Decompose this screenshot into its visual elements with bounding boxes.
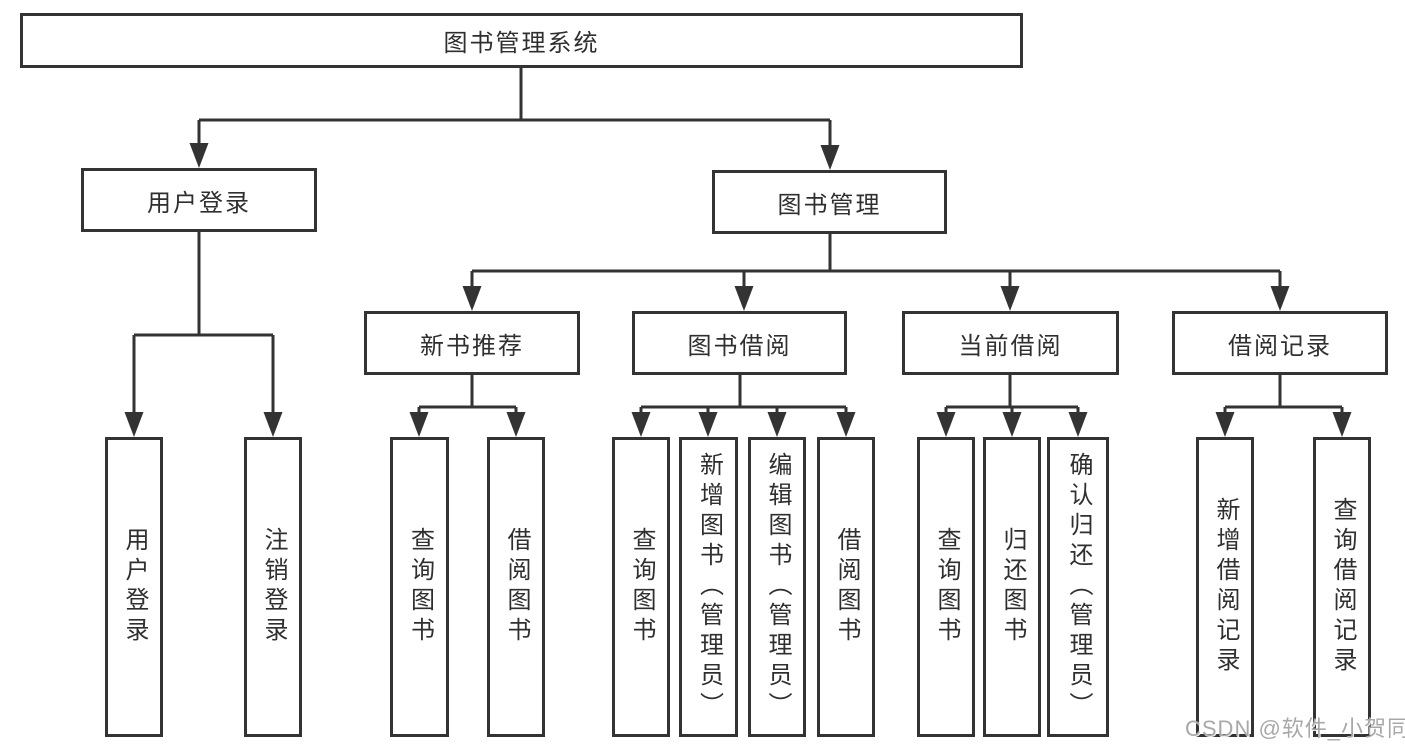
- arrowhead: [820, 145, 840, 170]
- node-borrow-records: 借阅记录: [1172, 311, 1388, 375]
- connector-borrow-records-children: [1223, 375, 1344, 414]
- arrowhead: [936, 412, 956, 437]
- node-label: 查询图书: [628, 527, 655, 647]
- node-label: 注销登录: [260, 527, 287, 647]
- node-leaf-user-login: 用户登录: [105, 437, 163, 737]
- node-library-management-system: 图书管理系统: [20, 13, 1023, 68]
- node-label: 图书管理: [777, 191, 882, 219]
- node-label: 新书推荐: [420, 332, 524, 360]
- arrowhead: [1068, 412, 1088, 437]
- node-leaf-return-book: 归还图书: [983, 437, 1041, 737]
- node-label: 查询借阅记录: [1329, 497, 1356, 677]
- arrowhead: [409, 412, 429, 437]
- node-leaf-query-borrow-record: 查询借阅记录: [1313, 437, 1371, 737]
- node-leaf-confirm-return-admin: 确认归还（管理员）: [1047, 437, 1109, 737]
- connector-new-book-recommend-children: [417, 375, 518, 414]
- node-leaf-query-books-borrow: 查询图书: [612, 437, 670, 737]
- arrowhead: [189, 143, 209, 168]
- node-label: 归还图书: [999, 527, 1026, 647]
- node-label: 当前借阅: [958, 332, 1063, 360]
- node-leaf-borrow-books: 借阅图书: [817, 437, 875, 737]
- node-new-book-recommend: 新书推荐: [364, 311, 580, 375]
- node-label: 借阅图书: [833, 527, 860, 647]
- arrowhead: [631, 412, 651, 437]
- connector-root-to-level2: [197, 68, 832, 148]
- node-label: 查询图书: [933, 527, 960, 647]
- node-label: 借阅记录: [1228, 332, 1332, 360]
- node-leaf-borrow-books-recommend: 借阅图书: [487, 437, 545, 737]
- arrowhead: [506, 412, 526, 437]
- arrowhead: [767, 412, 787, 437]
- connector-current-borrow-children: [944, 375, 1080, 414]
- node-leaf-query-books-recommend: 查询图书: [390, 437, 449, 737]
- connector-user-login-children: [132, 232, 275, 414]
- node-leaf-edit-book-admin: 编辑图书（管理员）: [748, 437, 806, 737]
- arrowhead: [836, 412, 856, 437]
- node-leaf-add-borrow-record: 新增借阅记录: [1196, 437, 1254, 737]
- arrowhead: [1332, 412, 1352, 437]
- node-label: 用户登录: [121, 527, 148, 647]
- node-leaf-add-book-admin: 新增图书（管理员）: [679, 437, 738, 737]
- arrowhead: [462, 286, 482, 311]
- node-leaf-logout: 注销登录: [244, 437, 302, 737]
- node-label: 新增借阅记录: [1212, 497, 1239, 677]
- arrowhead: [263, 412, 283, 437]
- arrowhead: [1215, 412, 1235, 437]
- node-user-login: 用户登录: [81, 168, 317, 232]
- arrowhead: [1000, 286, 1020, 311]
- connector-book-borrow-children: [639, 375, 848, 414]
- node-label: 用户登录: [147, 189, 251, 217]
- node-leaf-query-books-current: 查询图书: [917, 437, 975, 737]
- node-label: 图书借阅: [687, 332, 792, 360]
- arrowhead: [1002, 412, 1022, 437]
- csdn-watermark: CSDN @软件_小贺同学: [1185, 716, 1405, 741]
- node-label: 查询图书: [406, 527, 434, 647]
- node-label: 编辑图书（管理员）: [764, 452, 791, 722]
- node-label: 图书管理系统: [443, 30, 600, 57]
- node-book-borrow: 图书借阅: [632, 311, 847, 375]
- node-label: 借阅图书: [503, 527, 530, 647]
- arrowhead: [698, 412, 718, 437]
- arrowhead: [1270, 286, 1290, 311]
- arrowhead: [124, 412, 144, 437]
- node-label: 新增图书（管理员）: [695, 452, 723, 722]
- node-label: 确认归还（管理员）: [1065, 452, 1092, 722]
- connector-book-management-children: [470, 234, 1282, 289]
- node-current-borrow: 当前借阅: [902, 311, 1119, 375]
- node-book-management: 图书管理: [712, 170, 947, 234]
- arrowhead: [734, 286, 754, 311]
